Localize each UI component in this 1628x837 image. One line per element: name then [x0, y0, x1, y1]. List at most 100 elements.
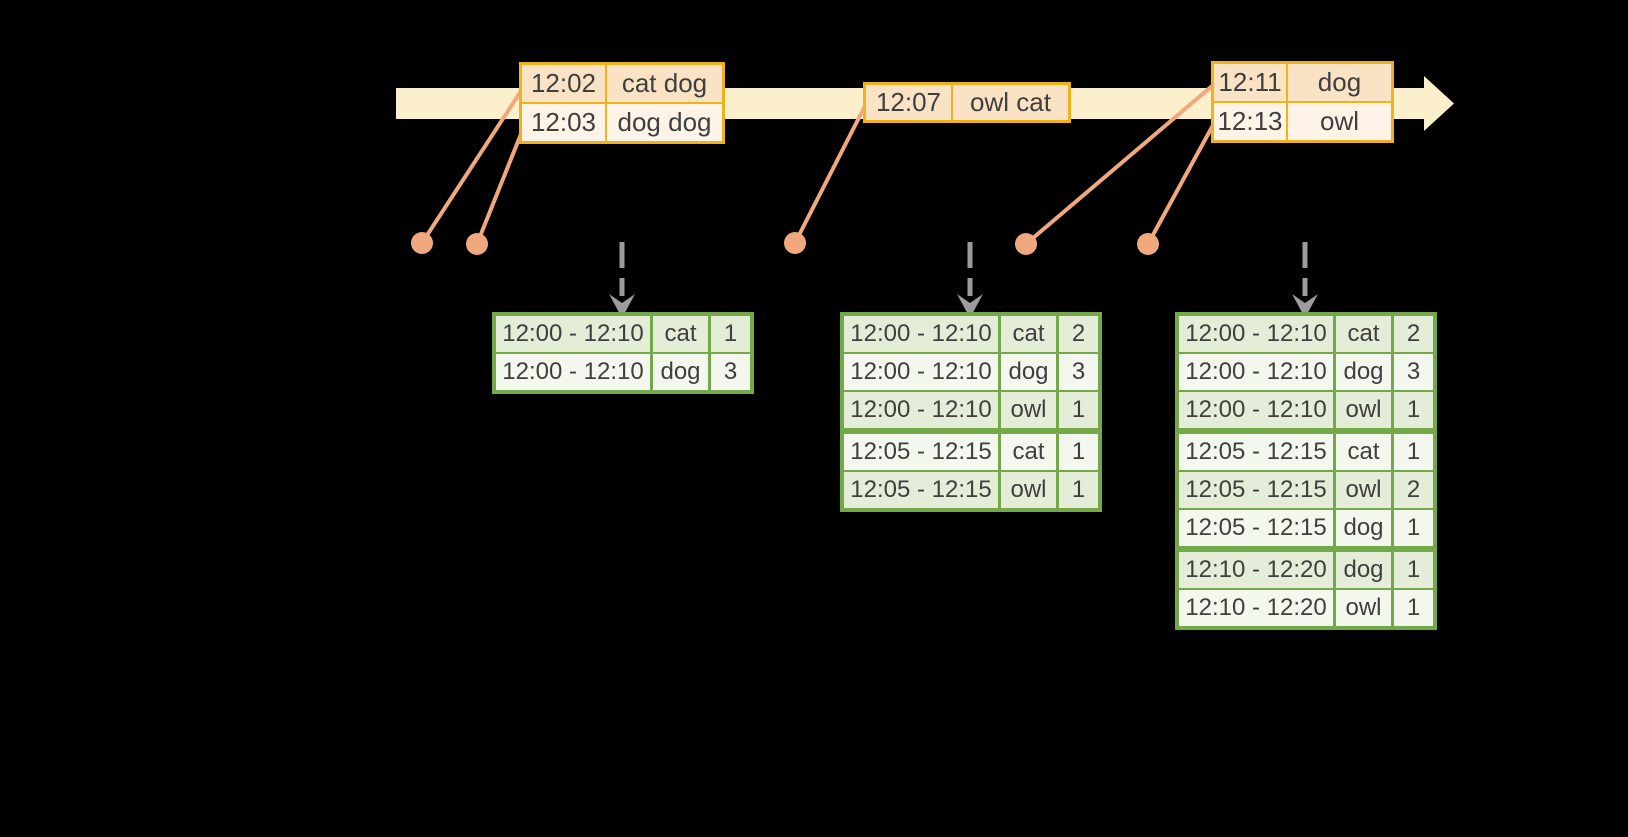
- count-cell: 1: [1394, 552, 1433, 588]
- window-cell: 12:00 - 12:10: [496, 354, 650, 390]
- event-dot-1207: [784, 232, 806, 254]
- event-dot-1202: [411, 232, 433, 254]
- timeline-arrowhead-icon: [1424, 76, 1454, 131]
- result-table-1: 12:00 - 12:10 cat 1 12:00 - 12:10 dog 3: [492, 312, 754, 394]
- event-dots: [411, 232, 1159, 255]
- event-words: owl cat: [953, 85, 1068, 120]
- result-row: 12:05 - 12:15 cat 1: [1179, 434, 1433, 470]
- count-cell: 1: [1394, 434, 1433, 470]
- word-cell: dog: [1336, 354, 1391, 390]
- count-cell: 2: [1394, 316, 1433, 352]
- trigger-arrowhead-icon-2: [957, 294, 983, 318]
- window-group: 12:00 - 12:10 cat 2 12:00 - 12:10 dog 3 …: [1179, 316, 1433, 428]
- connector-lines: [420, 84, 1214, 246]
- result-row: 12:00 - 12:10 cat 1: [496, 316, 750, 352]
- count-cell: 3: [1059, 354, 1098, 390]
- event-words: owl: [1288, 103, 1391, 140]
- word-cell: owl: [1001, 392, 1056, 428]
- word-cell: dog: [1336, 552, 1391, 588]
- window-group: 12:00 - 12:10 cat 2 12:00 - 12:10 dog 3 …: [844, 316, 1098, 428]
- result-row: 12:00 - 12:10 dog 3: [844, 354, 1098, 390]
- count-cell: 2: [1059, 316, 1098, 352]
- window-group: 12:05 - 12:15 cat 1 12:05 - 12:15 owl 1: [844, 434, 1098, 508]
- window-cell: 12:00 - 12:10: [1179, 316, 1333, 352]
- count-cell: 1: [1394, 510, 1433, 546]
- event-dot-1203: [466, 233, 488, 255]
- event-table-2: 12:07 owl cat: [863, 82, 1071, 123]
- count-cell: 1: [1394, 590, 1433, 626]
- result-table-3: 12:00 - 12:10 cat 2 12:00 - 12:10 dog 3 …: [1175, 312, 1437, 630]
- connector-line-1211: [1024, 84, 1214, 246]
- result-row: 12:05 - 12:15 owl 1: [844, 472, 1098, 508]
- result-row: 12:00 - 12:10 dog 3: [496, 354, 750, 390]
- event-table-3: 12:11 dog 12:13 owl: [1211, 61, 1394, 143]
- word-cell: owl: [1336, 472, 1391, 508]
- word-cell: cat: [1336, 316, 1391, 352]
- count-cell: 3: [1394, 354, 1433, 390]
- result-row: 12:10 - 12:20 owl 1: [1179, 590, 1433, 626]
- trigger-arrowhead-icon-3: [1292, 294, 1318, 318]
- connector-line-1207: [793, 102, 868, 245]
- window-cell: 12:05 - 12:15: [844, 472, 998, 508]
- window-cell: 12:05 - 12:15: [1179, 434, 1333, 470]
- window-cell: 12:10 - 12:20: [1179, 552, 1333, 588]
- connector-line-1202: [420, 89, 523, 245]
- word-cell: cat: [653, 316, 708, 352]
- window-cell: 12:05 - 12:15: [1179, 472, 1333, 508]
- result-row: 12:00 - 12:10 cat 2: [844, 316, 1098, 352]
- connector-line-1203: [475, 127, 525, 246]
- window-group: 12:10 - 12:20 dog 1 12:10 - 12:20 owl 1: [1179, 552, 1433, 626]
- count-cell: 3: [711, 354, 750, 390]
- result-row: 12:00 - 12:10 owl 1: [844, 392, 1098, 428]
- result-row: 12:05 - 12:15 dog 1: [1179, 510, 1433, 546]
- window-cell: 12:00 - 12:10: [844, 316, 998, 352]
- trigger-arrowheads: [609, 294, 1318, 318]
- window-cell: 12:00 - 12:10: [1179, 354, 1333, 390]
- word-cell: owl: [1336, 590, 1391, 626]
- word-cell: dog: [1001, 354, 1056, 390]
- word-cell: dog: [653, 354, 708, 390]
- event-dot-1211: [1015, 233, 1037, 255]
- event-dot-1213: [1137, 233, 1159, 255]
- event-time: 12:02: [522, 65, 605, 102]
- window-cell: 12:05 - 12:15: [1179, 510, 1333, 546]
- word-cell: owl: [1001, 472, 1056, 508]
- word-cell: owl: [1336, 392, 1391, 428]
- event-time: 12:11: [1214, 64, 1286, 101]
- window-cell: 12:00 - 12:10: [844, 354, 998, 390]
- count-cell: 1: [1394, 392, 1433, 428]
- window-group: 12:00 - 12:10 cat 1 12:00 - 12:10 dog 3: [496, 316, 750, 390]
- result-row: 12:00 - 12:10 dog 3: [1179, 354, 1433, 390]
- event-time: 12:07: [866, 85, 951, 120]
- event-table-1: 12:02 cat dog 12:03 dog dog: [519, 62, 725, 144]
- result-row: 12:05 - 12:15 cat 1: [844, 434, 1098, 470]
- result-row: 12:00 - 12:10 owl 1: [1179, 392, 1433, 428]
- result-row: 12:05 - 12:15 owl 2: [1179, 472, 1433, 508]
- connector-line-1213: [1146, 125, 1214, 246]
- count-cell: 1: [1059, 392, 1098, 428]
- event-words: dog: [1288, 64, 1391, 101]
- event-time: 12:13: [1214, 103, 1286, 140]
- window-cell: 12:00 - 12:10: [844, 392, 998, 428]
- window-group: 12:05 - 12:15 cat 1 12:05 - 12:15 owl 2 …: [1179, 434, 1433, 546]
- window-cell: 12:00 - 12:10: [1179, 392, 1333, 428]
- window-cell: 12:05 - 12:15: [844, 434, 998, 470]
- count-cell: 1: [1059, 472, 1098, 508]
- window-cell: 12:00 - 12:10: [496, 316, 650, 352]
- event-time: 12:03: [522, 104, 605, 141]
- window-cell: 12:10 - 12:20: [1179, 590, 1333, 626]
- count-cell: 1: [711, 316, 750, 352]
- event-words: cat dog: [607, 65, 722, 102]
- word-cell: dog: [1336, 510, 1391, 546]
- count-cell: 2: [1394, 472, 1433, 508]
- word-cell: cat: [1001, 316, 1056, 352]
- word-cell: cat: [1336, 434, 1391, 470]
- result-row: 12:00 - 12:10 cat 2: [1179, 316, 1433, 352]
- count-cell: 1: [1059, 434, 1098, 470]
- trigger-arrows: [619, 242, 1308, 296]
- result-table-2: 12:00 - 12:10 cat 2 12:00 - 12:10 dog 3 …: [840, 312, 1102, 512]
- trigger-arrowhead-icon-1: [609, 294, 635, 318]
- event-words: dog dog: [607, 104, 722, 141]
- result-row: 12:10 - 12:20 dog 1: [1179, 552, 1433, 588]
